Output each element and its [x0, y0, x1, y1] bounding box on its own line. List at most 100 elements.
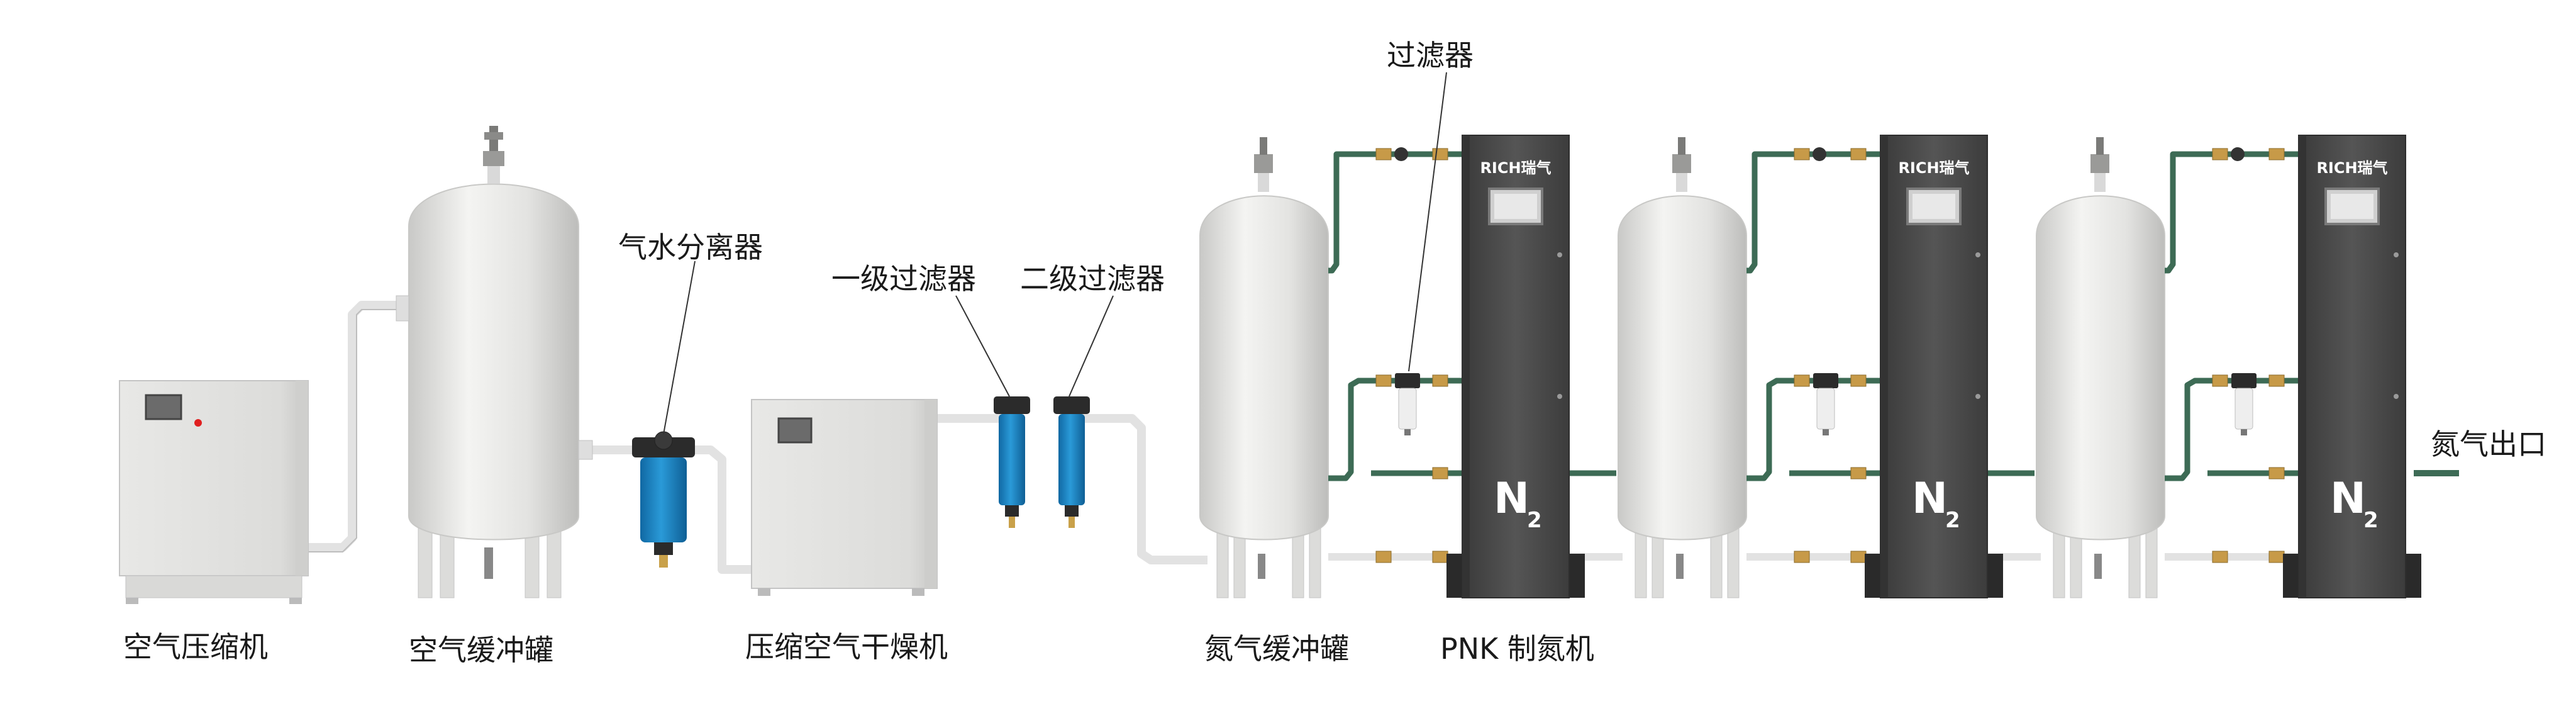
leader-lines — [663, 72, 1447, 435]
dryer-display — [777, 417, 813, 444]
tank-safety-valve — [1672, 154, 1691, 173]
brass-fitting — [2268, 467, 2285, 479]
tank-safety-valve — [1254, 154, 1273, 173]
tank-valve-top — [2096, 137, 2104, 155]
nitrogen-pipe-mid — [1328, 378, 1462, 481]
brass-fitting — [2268, 551, 2285, 563]
pnk-generator: RICH瑞气 N2 — [2283, 135, 2421, 598]
compressor-indicator-light — [194, 419, 202, 427]
inline-filter-bowl — [1398, 388, 1417, 430]
brass-fitting — [2212, 374, 2228, 387]
generator-set: RICH瑞气 N2 — [1199, 135, 1623, 598]
label-secondary-filter: 二级过滤器 — [1020, 262, 1165, 296]
generator-side-edge — [1462, 135, 1470, 598]
generator-indicator — [1557, 394, 1562, 399]
tank-body — [1199, 195, 1329, 541]
brass-fitting — [2212, 551, 2228, 563]
label-filter: 过滤器 — [1387, 38, 1474, 72]
label-nitrogen-buffer-tank: 氮气缓冲罐 — [1204, 632, 1349, 666]
tank-leg — [2053, 528, 2065, 598]
inline-filter — [1395, 373, 1420, 435]
brass-fitting — [1850, 148, 1867, 160]
nitrogen-pipe-top — [1328, 151, 1462, 274]
inline-filter-drain — [2241, 429, 2247, 435]
compressor-display — [145, 394, 182, 420]
generator-n2-symbol: N — [1912, 474, 1948, 524]
inline-filter — [2231, 373, 2257, 435]
inline-filter-bowl — [2235, 388, 2253, 430]
generator-n2-symbol: N — [2330, 474, 2366, 524]
generator-indicator — [1975, 252, 1980, 257]
generator-screen-glass — [1494, 194, 1537, 219]
brass-fitting — [1375, 374, 1392, 387]
brass-fitting — [1794, 551, 1810, 563]
inline-filter-head — [1813, 373, 1838, 388]
nitrogen-buffer-tank — [1618, 137, 1747, 598]
tank-valve-top — [1678, 137, 1685, 155]
compressed-air-dryer — [751, 399, 938, 596]
brass-fitting — [1432, 467, 1448, 479]
generator-n2-subscript: 2 — [1527, 508, 1542, 533]
brass-fitting — [2212, 148, 2228, 160]
brass-fitting — [1794, 374, 1810, 387]
tank-body — [1618, 195, 1747, 541]
generator-set: RICH瑞气 N2 — [2036, 135, 2421, 598]
brass-fitting — [1375, 551, 1392, 563]
brass-fitting — [1850, 374, 1867, 387]
nitrogen-buffer-tank — [1199, 137, 1329, 598]
generator-indicator — [1557, 252, 1562, 257]
brass-fitting — [1850, 551, 1867, 563]
inline-filter-drain — [1404, 429, 1411, 435]
generator-indicator — [1975, 394, 1980, 399]
inline-filter-drain — [1823, 429, 1829, 435]
generator-side-edge — [1880, 135, 1888, 598]
tank-valve-stem — [1258, 173, 1269, 192]
generator-screen-glass — [2331, 194, 2373, 219]
tank-valve-top — [1260, 137, 1267, 155]
brass-fitting — [1850, 467, 1867, 479]
tank-leg — [1635, 528, 1647, 598]
tank-leg — [2128, 528, 2141, 598]
nitrogen-pipe-mid — [2165, 378, 2299, 481]
label-air-compressor: 空气压缩机 — [123, 630, 268, 664]
secondary-filter — [1053, 396, 1090, 528]
air-compressor — [119, 380, 309, 604]
generator-brand: RICH瑞气 — [2316, 159, 2387, 177]
nitrogen-piping — [2165, 151, 2299, 481]
ball-valve — [1813, 147, 1826, 161]
tank-body — [2036, 195, 2165, 541]
generator-screen-glass — [1913, 194, 1955, 219]
brass-fitting — [1432, 551, 1448, 563]
ball-valve — [1394, 147, 1408, 161]
generator-n2-subscript: 2 — [2363, 508, 2379, 533]
generator-indicator — [2394, 252, 2399, 257]
ball-valve — [2231, 147, 2245, 161]
nitrogen-pipe-top — [1746, 151, 1880, 274]
generator-indicator — [2394, 394, 2399, 399]
tank-drain — [1258, 554, 1265, 579]
label-nitrogen-outlet: 氮气出口 — [2431, 427, 2546, 461]
tank-leg — [1309, 528, 1321, 598]
generator-brand: RICH瑞气 — [1480, 159, 1551, 177]
water-separator — [632, 431, 695, 568]
label-pnk-generator: PNK 制氮机 — [1440, 632, 1594, 666]
label-primary-filter: 一级过滤器 — [831, 262, 976, 296]
tank-drain — [1676, 554, 1684, 579]
nitrogen-buffer-tank — [2036, 137, 2165, 598]
brass-fitting — [2268, 374, 2285, 387]
tank-leg — [1727, 528, 1740, 598]
tank-leg — [2145, 528, 2158, 598]
brass-fitting — [1794, 148, 1810, 160]
inline-filter — [1813, 373, 1838, 435]
nitrogen-pipe-mid — [1746, 378, 1880, 481]
generator-side-edge — [2299, 135, 2306, 598]
tank-valve-stem — [2094, 173, 2106, 192]
tank-safety-valve — [2090, 154, 2109, 173]
air-buffer-tank — [396, 126, 593, 598]
generator-n2-symbol: N — [1494, 474, 1530, 524]
brass-fitting — [1432, 374, 1448, 387]
inline-filter-bowl — [1816, 388, 1835, 430]
